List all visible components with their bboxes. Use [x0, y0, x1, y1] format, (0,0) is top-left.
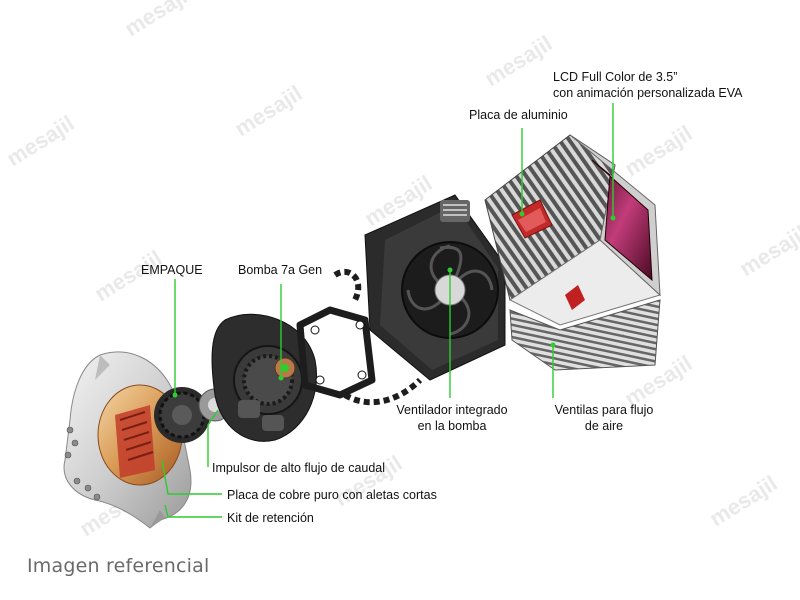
integrated-fan [364, 194, 506, 381]
label-lcd-line1: LCD Full Color de 3.5” [553, 70, 678, 84]
screws [64, 426, 101, 501]
gasket [154, 387, 210, 443]
leader-impulsor [207, 409, 219, 467]
leader-lines [161, 103, 614, 518]
label-placa-aluminio: Placa de aluminio [469, 108, 568, 122]
label-ventilador-line2: en la bomba [417, 419, 487, 433]
label-kit-retencion: Kit de retención [227, 511, 314, 525]
leader-endpoints [172, 211, 616, 398]
label-impulsor: Impulsor de alto flujo de caudal [212, 461, 386, 475]
fan-mounting-frame [296, 268, 423, 406]
label-placa-cobre: Placa de cobre puro con aletas cortas [227, 488, 437, 502]
leader-cobre [161, 459, 222, 495]
label-ventilador-line1: Ventilador integrado [396, 403, 508, 417]
label-empaque: EMPAQUE [141, 263, 203, 277]
pump [211, 313, 318, 442]
leader-kit [164, 504, 222, 518]
label-ventilas-line1: Ventilas para flujo [554, 403, 654, 417]
label-lcd-line2: con animación personalizada EVA [553, 86, 743, 100]
label-ventilas-line2: de aire [584, 419, 624, 433]
caption-imagen-referencial: Imagen referencial [27, 555, 210, 577]
label-bomba: Bomba 7a Gen [238, 263, 323, 277]
pump-cover [484, 134, 661, 371]
